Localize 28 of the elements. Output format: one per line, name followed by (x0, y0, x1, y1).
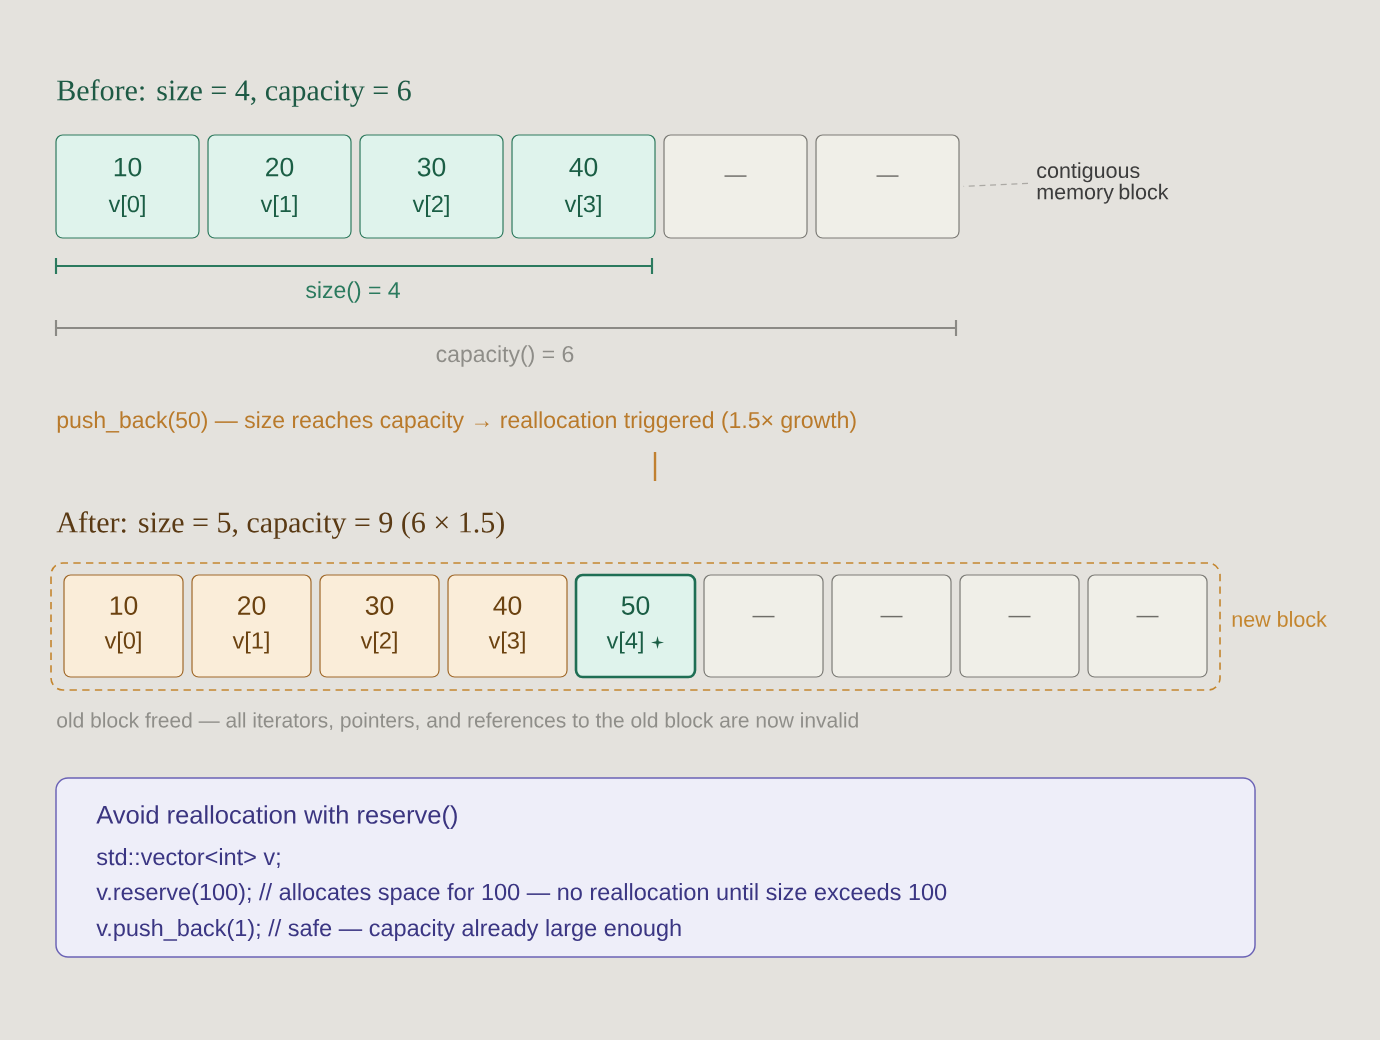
dimension-label: size() = 4 (306, 281, 400, 303)
empty-slot: — (831, 574, 952, 678)
section-heading: After: size = 5, capacity = 9 (6 × 1.5) (56, 511, 504, 539)
array-cell: 50 v[4] (574, 573, 697, 679)
array-cell: 30 v[2] (319, 574, 440, 678)
annotation-text: contiguous memory block (1037, 162, 1169, 204)
array-cell: 10 v[0] (55, 134, 200, 239)
array-cell: 40 v[3] (511, 134, 656, 239)
array-cell: 40 v[3] (447, 574, 568, 678)
event-caption: push_back(50) — size reaches capacity → reallocation triggered (1.5× growth) (57, 411, 856, 433)
code-line: v.reserve(100); // allocates space for 100 — no reallocation until size exceeds 100 (96, 883, 947, 905)
dimension-label: capacity() = 6 (436, 345, 574, 367)
empty-slot: — (703, 574, 824, 678)
empty-slot: — (663, 134, 808, 239)
code-line: v.push_back(1); // safe — capacity already large enough (96, 919, 681, 941)
note-box (55, 777, 1256, 958)
note-heading: Avoid reallocation with reserve() (96, 805, 457, 829)
array-cell: 20 v[1] (207, 134, 352, 239)
array-cell: 10 v[0] (63, 574, 184, 678)
empty-slot: — (815, 134, 960, 239)
empty-slot: — (959, 574, 1080, 678)
section-heading: Before: size = 4, capacity = 6 (57, 79, 411, 107)
block-label: new block (1232, 611, 1327, 627)
code-line: std::vector<int> v; (96, 848, 280, 869)
note-text: old block freed — all iterators, pointers, and references to the old block are now invalid (57, 712, 858, 732)
empty-slot: — (1087, 574, 1208, 678)
array-cell: 20 v[1] (191, 574, 312, 678)
array-cell: 30 v[2] (359, 134, 504, 239)
